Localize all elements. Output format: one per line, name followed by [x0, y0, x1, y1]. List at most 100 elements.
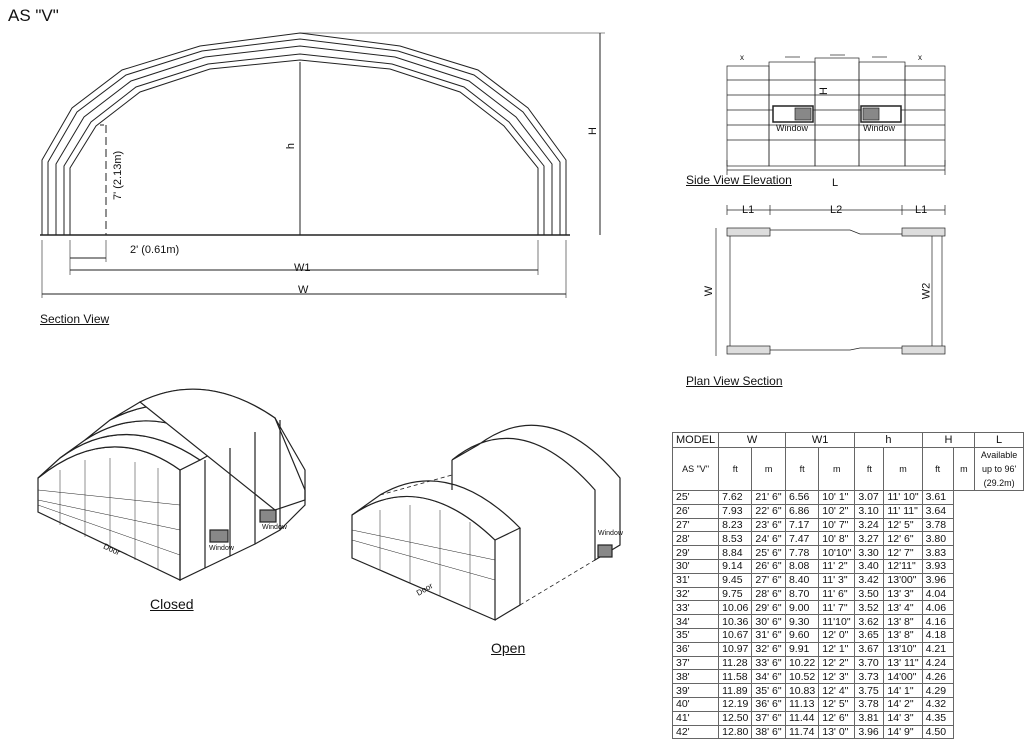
table-cell: 12.50 — [718, 710, 753, 726]
L1-dim: L1 — [915, 204, 928, 216]
table-cell: 13' 11" — [883, 655, 923, 671]
table-cell: 8.23 — [718, 517, 753, 533]
table-cell: 26' — [671, 503, 720, 519]
window-label: Window — [776, 123, 809, 133]
table-cell: 12.19 — [718, 696, 753, 712]
table-cell: 31' 6" — [751, 627, 786, 643]
table-cell: 41' — [671, 710, 720, 726]
table-cell: 13' 0" — [818, 724, 856, 739]
table-cell: 3.27 — [854, 531, 885, 547]
table-cell: 10' 8" — [818, 531, 856, 547]
table-cell: 6.86 — [784, 503, 820, 519]
table-cell: 10.67 — [718, 627, 753, 643]
table-cell: 33' 6" — [751, 655, 786, 671]
table-cell: 11' 2" — [818, 558, 856, 574]
table-cell: 31' — [671, 572, 720, 588]
table-cell: 3.10 — [854, 503, 885, 519]
table-cell: 12' 2" — [818, 655, 856, 671]
unit: m — [883, 447, 923, 491]
model-cell: AS "V" — [671, 447, 720, 491]
table-cell: 4.50 — [921, 724, 954, 739]
table-cell: 23' 6" — [751, 517, 786, 533]
table-cell: 11' 10" — [883, 490, 923, 505]
table-cell: 13' 8" — [883, 627, 923, 643]
table-cell: 25' — [671, 490, 720, 505]
table-cell: 11' 7" — [818, 600, 856, 616]
offset-dim: 2' (0.61m) — [130, 244, 180, 256]
table-cell: 9.45 — [718, 572, 753, 588]
open-building-drawing — [351, 424, 621, 621]
table-cell: 3.42 — [854, 572, 885, 588]
table-cell: 8.40 — [784, 572, 820, 588]
table-cell: 22' 6" — [751, 503, 786, 519]
table-cell: 42' — [671, 724, 720, 739]
table-cell: 7.62 — [718, 490, 753, 505]
window-label: Window — [598, 530, 623, 537]
header-w1: W1 — [784, 432, 856, 448]
table-cell: 4.16 — [921, 614, 954, 629]
table-cell: 3.96 — [921, 572, 954, 588]
L1-dim: L1 — [742, 204, 755, 216]
table-cell: 3.78 — [854, 696, 885, 712]
plan-view-caption: Plan View Section — [686, 374, 783, 388]
table-cell: 9.75 — [718, 586, 753, 602]
table-cell: 12' 4" — [818, 683, 856, 698]
table-cell: 10.83 — [784, 683, 820, 698]
table-cell: 10.06 — [718, 600, 753, 616]
unit: ft — [718, 447, 753, 491]
side-view-elevation — [726, 54, 946, 175]
table-cell: 13'00" — [883, 572, 923, 588]
table-cell: 3.50 — [854, 586, 885, 602]
table-cell: 38' 6" — [751, 724, 786, 739]
table-cell: 39' — [671, 683, 720, 698]
table-cell: 13' 4" — [883, 600, 923, 616]
table-cell: 10.36 — [718, 614, 753, 629]
table-cell: 12' 0" — [818, 627, 856, 643]
table-cell: 12' 5" — [883, 517, 923, 533]
L2-dim: L2 — [830, 204, 843, 216]
W1-dim: W1 — [294, 262, 311, 274]
unit: ft — [784, 447, 820, 491]
table-cell: 14' 9" — [883, 724, 923, 739]
header-H: H — [921, 432, 976, 448]
table-cell: 3.61 — [921, 490, 954, 505]
window-label: Window — [863, 123, 896, 133]
table-cell: 4.06 — [921, 600, 954, 616]
table-cell: 13' 8" — [883, 614, 923, 629]
table-cell: 35' 6" — [751, 683, 786, 698]
table-cell: 9.14 — [718, 558, 753, 574]
table-cell: 27' 6" — [751, 572, 786, 588]
table-cell: 9.30 — [784, 614, 820, 629]
unit: ft — [854, 447, 885, 491]
window-label: Window — [209, 545, 234, 552]
table-cell: 34' — [671, 614, 720, 629]
table-cell: 10.97 — [718, 641, 753, 657]
section-view-caption: Section View — [40, 312, 110, 326]
table-cell: 3.93 — [921, 558, 954, 574]
W-dim: W — [298, 284, 309, 296]
table-cell: 37' — [671, 655, 720, 671]
table-cell: 28' 6" — [751, 586, 786, 602]
door-height-dim: 7' (2.13m) — [112, 150, 124, 200]
table-cell: 9.60 — [784, 627, 820, 643]
table-cell: 7.17 — [784, 517, 820, 533]
table-cell: 12' 1" — [818, 641, 856, 657]
table-cell: 9.00 — [784, 600, 820, 616]
h-dim: h — [285, 142, 298, 150]
table-cell: 3.52 — [854, 600, 885, 616]
table-cell: 4.32 — [921, 696, 954, 712]
table-cell: 7.47 — [784, 531, 820, 547]
table-cell: 3.07 — [854, 490, 885, 505]
